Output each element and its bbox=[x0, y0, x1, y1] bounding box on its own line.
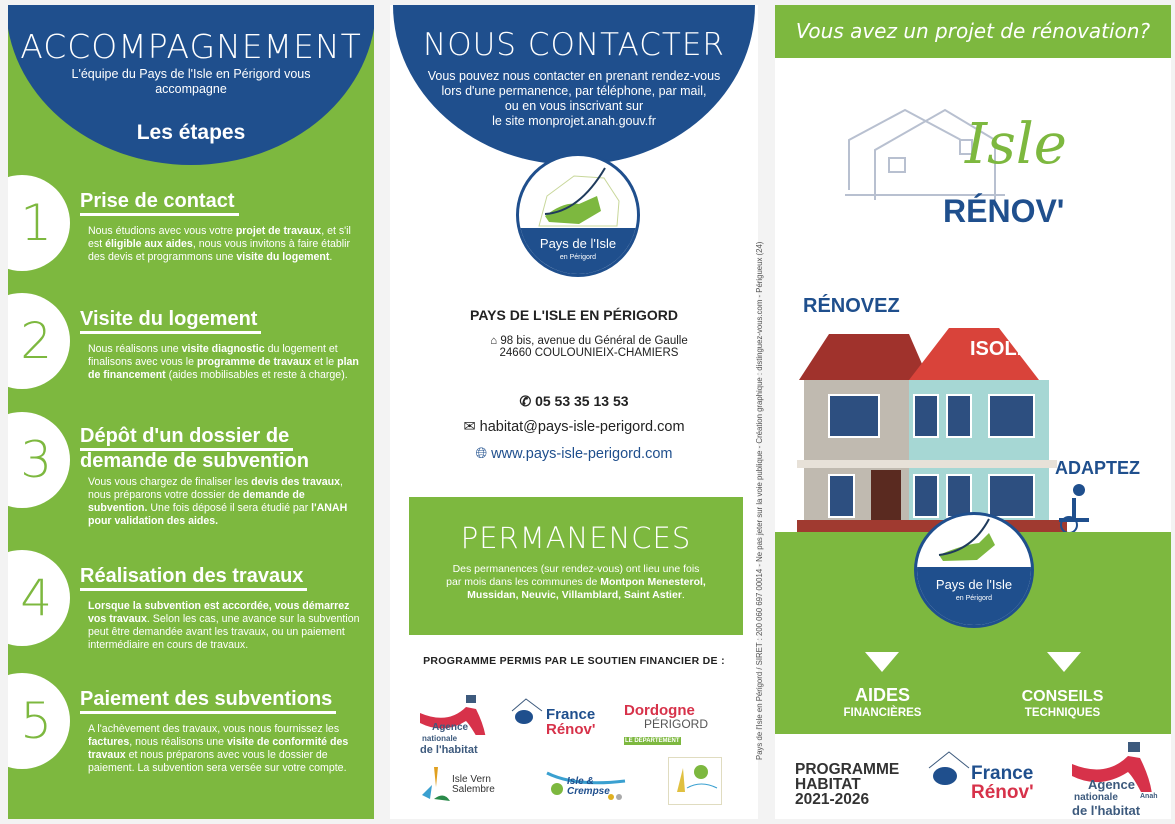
step-title-2: demande de subvention bbox=[80, 450, 309, 472]
map-icon bbox=[917, 518, 1031, 625]
house-outline-icon bbox=[845, 108, 1005, 200]
phone[interactable]: ✆ 05 53 35 13 53 bbox=[390, 393, 758, 410]
logo-name: Pays de l'Isle bbox=[539, 236, 617, 251]
pays-isle-logo: Pays de l'Isle en Périgord bbox=[516, 153, 640, 277]
isle-vern-text: Isle Vern Salembre bbox=[452, 774, 495, 795]
communaute-logo bbox=[668, 757, 722, 805]
step-number: 1 bbox=[8, 175, 70, 271]
france-renov-logo: France Rénov' bbox=[510, 697, 610, 747]
dordogne-text: Dordogne bbox=[624, 702, 695, 719]
permanences-text: Des permanences (sur rendez-vous) ont li… bbox=[446, 563, 706, 601]
step-title: Paiement des subventions bbox=[80, 687, 337, 714]
label-adaptez: ADAPTEZ bbox=[1055, 458, 1140, 478]
anah-l1: Agence bbox=[1088, 777, 1135, 792]
logo-sub: en Périgord bbox=[955, 595, 993, 602]
brand-renov: RÉNOV' bbox=[943, 193, 1065, 229]
aides-title: AIDES bbox=[854, 685, 910, 705]
france-text: France bbox=[546, 706, 596, 723]
banner-text: Vous avez un projet de rénovation? bbox=[795, 19, 1151, 43]
panel-title: ACCOMPAGNEMENT bbox=[20, 27, 362, 66]
triangle-down-icon bbox=[1047, 652, 1081, 672]
step-number: 3 bbox=[8, 412, 70, 508]
step-number: 5 bbox=[8, 673, 70, 769]
anah-logo: Agence nationale de l'habitat bbox=[418, 695, 498, 757]
conseils-title: CONSEILS bbox=[1021, 688, 1104, 705]
legal-side-text: Pays de l'Isle en Périgord / SIRET : 200… bbox=[755, 241, 764, 760]
contact-intro: Vous pouvez nous contacter en prenant re… bbox=[390, 69, 758, 129]
logo-name: Pays de l'Isle bbox=[935, 577, 1013, 592]
renov-text: Rénov' bbox=[971, 782, 1034, 803]
label-renovez: RÉNOVEZ bbox=[803, 295, 900, 317]
phone-icon: ✆ bbox=[519, 393, 536, 409]
renov-text: Rénov' bbox=[546, 721, 596, 738]
programme-l2: HABITAT bbox=[795, 776, 861, 793]
isle-renov-panel: Vous avez un projet de rénovation? Isle … bbox=[775, 5, 1171, 819]
org-name: PAYS DE L'ISLE EN PÉRIGORD bbox=[470, 307, 678, 323]
isle-crempse-text: Isle & Crempse bbox=[567, 776, 610, 797]
step-text: Nous réalisons une visite diagnostic du … bbox=[88, 343, 359, 381]
permanences-box: PERMANENCES Des permanences (sur rendez-… bbox=[409, 497, 743, 635]
contact-title: NOUS CONTACTER bbox=[423, 27, 725, 63]
step-text: Vous vous chargez de finaliser les devis… bbox=[88, 476, 348, 527]
banner: Vous avez un projet de rénovation? bbox=[775, 5, 1171, 58]
anah-l2: nationale bbox=[1074, 792, 1118, 803]
anah-logo: Agence nationale Anah de l'habitat bbox=[1070, 742, 1165, 818]
accompagnement-panel: ACCOMPAGNEMENT L'équipe du Pays de l'Isl… bbox=[8, 5, 374, 819]
france-text: France bbox=[971, 763, 1034, 784]
step-title: Prise de contact bbox=[80, 189, 239, 216]
step-text: Nous étudions avec vous votre projet de … bbox=[88, 225, 351, 263]
panel-subtitle: L'équipe du Pays de l'Isle en Périgord v… bbox=[71, 67, 311, 96]
step-title: Réalisation des travaux bbox=[80, 564, 308, 591]
departement-text: LE DÉPARTEMENT bbox=[624, 737, 681, 745]
step-title: Dépôt d'un dossier de bbox=[80, 424, 294, 451]
section-title: Les étapes bbox=[136, 121, 246, 144]
anah-l3: de l'habitat bbox=[420, 744, 478, 756]
triangle-down-icon bbox=[865, 652, 899, 672]
isle-crempse-logo: Isle & Crempse bbox=[545, 767, 635, 803]
intro-line: lors d'une permanence, par téléphone, pa… bbox=[441, 84, 707, 98]
permanences-title: PERMANENCES bbox=[460, 521, 692, 555]
label-isolez: ISOLEZ bbox=[970, 338, 1043, 360]
step-text: Lorsque la subvention est accordée, vous… bbox=[88, 600, 360, 651]
house-illustration bbox=[797, 328, 1089, 534]
intro-line: le site monprojet.anah.gouv.fr bbox=[492, 114, 656, 128]
intro-line: ou en vous inscrivant sur bbox=[504, 99, 644, 113]
intro-line: Vous pouvez nous contacter en prenant re… bbox=[427, 69, 721, 83]
contact-panel: NOUS CONTACTER Vous pouvez nous contacte… bbox=[390, 5, 758, 819]
perigord-text: PÉRIGORD bbox=[644, 717, 709, 731]
logo-sub: en Périgord bbox=[559, 254, 597, 261]
programme-l1: PROGRAMME bbox=[795, 761, 900, 778]
programme-l3: 2021-2026 bbox=[795, 791, 870, 808]
france-renov-logo: France Rénov' bbox=[927, 750, 1047, 805]
dordogne-logo: Dordogne PÉRIGORD LE DÉPARTEMENT bbox=[624, 703, 734, 747]
anah-l3: de l'habitat bbox=[1072, 803, 1141, 818]
website-text: www.pays-isle-perigord.com bbox=[491, 446, 673, 462]
anah-l4: Anah bbox=[1140, 793, 1158, 800]
services-area: Pays de l'Isle en Périgord AIDES FINANCI… bbox=[775, 512, 1171, 734]
sponsors-label: PROGRAMME PERMIS PAR LE SOUTIEN FINANCIE… bbox=[423, 655, 725, 667]
email-link[interactable]: ✉ habitat@pays-isle-perigord.com bbox=[390, 419, 758, 435]
step-text: A l'achèvement des travaux, vous nous fo… bbox=[88, 723, 349, 774]
globe-icon: 🌐︎ bbox=[475, 446, 492, 462]
conseils-sub: TECHNIQUES bbox=[1024, 707, 1101, 719]
step-number: 4 bbox=[8, 550, 70, 646]
anah-l2: nationale bbox=[422, 734, 458, 743]
email-text: habitat@pays-isle-perigord.com bbox=[479, 419, 685, 435]
website-link[interactable]: 🌐︎ www.pays-isle-perigord.com bbox=[390, 446, 758, 462]
step-number: 2 bbox=[8, 293, 70, 389]
mail-icon: ✉ bbox=[463, 419, 480, 435]
aides-sub: FINANCIÈRES bbox=[843, 707, 922, 719]
anah-l1: Agence bbox=[432, 722, 469, 733]
pays-isle-logo: Pays de l'Isle en Périgord bbox=[914, 512, 1034, 628]
address-line2: 24660 COULOUNIEIX-CHAMIERS bbox=[499, 347, 679, 359]
phone-number: 05 53 35 13 53 bbox=[535, 393, 629, 409]
programme-habitat: PROGRAMME HABITAT 2021-2026 bbox=[795, 761, 900, 808]
home-icon: ⌂ bbox=[490, 335, 501, 347]
address-line1: 98 bis, avenue du Général de Gaulle bbox=[500, 335, 688, 347]
step-title: Visite du logement bbox=[80, 307, 262, 334]
isle-vern-salembre-logo: Isle Vern Salembre bbox=[420, 765, 530, 805]
brand-isle: Isle bbox=[965, 112, 1067, 177]
